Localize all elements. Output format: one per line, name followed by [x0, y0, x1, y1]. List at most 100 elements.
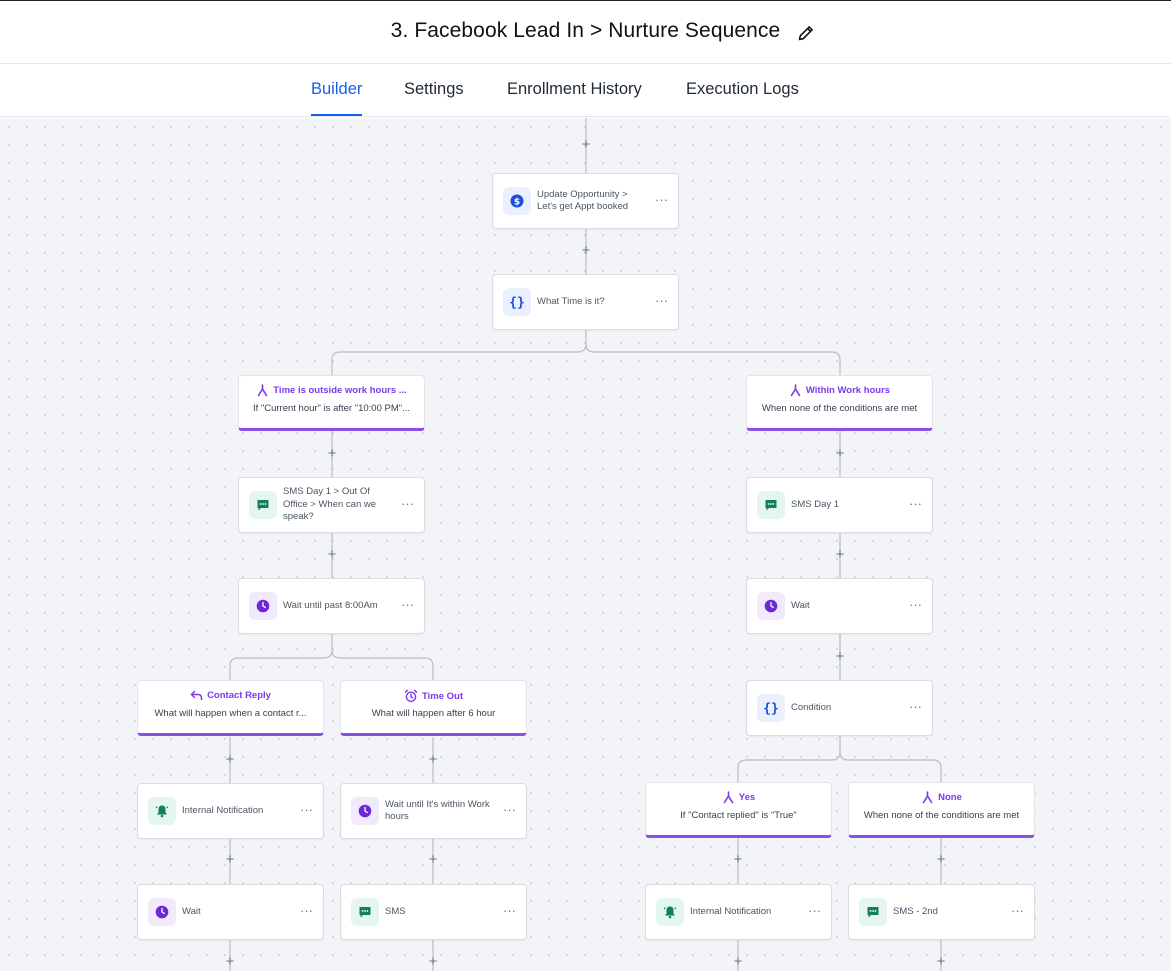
tab-enrollment-history[interactable]: Enrollment History	[507, 80, 642, 98]
action-node-internal-notification[interactable]: Internal Notification ···	[137, 783, 324, 839]
message-icon	[257, 500, 269, 511]
branch-subtitle: If "Contact replied" is "True"	[680, 810, 797, 821]
branch-title: Time Out	[422, 690, 463, 702]
branch-node-outside-work-hours[interactable]: Time is outside work hours ... If "Curre…	[238, 375, 425, 431]
action-node-what-time[interactable]: {} What Time is it? ···	[492, 274, 679, 330]
clock-icon	[256, 599, 270, 613]
action-node-internal-notification[interactable]: Internal Notification ···	[645, 884, 832, 940]
add-step-button[interactable]: +	[733, 851, 743, 868]
svg-text:{}: {}	[763, 702, 779, 717]
add-step-button[interactable]: +	[327, 445, 337, 462]
action-node-sms-day-1[interactable]: SMS Day 1 ···	[746, 477, 933, 533]
node-label: Condition	[791, 701, 832, 713]
add-step-button[interactable]: +	[733, 953, 743, 970]
action-node-wait[interactable]: Wait ···	[137, 884, 324, 940]
action-node-wait[interactable]: Wait ···	[746, 578, 933, 634]
branch-node-time-out[interactable]: Time Out What will happen after 6 hour	[340, 680, 527, 736]
add-step-button[interactable]: +	[225, 751, 235, 768]
message-icon	[359, 907, 371, 918]
connector-lines	[229, 118, 942, 971]
pencil-icon[interactable]	[796, 23, 816, 43]
add-step-button[interactable]: +	[225, 953, 235, 970]
workflow-tabs: Builder Settings Enrollment History Exec…	[0, 64, 1171, 117]
node-label: SMS Day 1 > Out Of Office > When can we …	[283, 486, 377, 523]
workflow-title: 3. Facebook Lead In > Nurture Sequence	[390, 19, 781, 42]
node-label: Wait	[182, 905, 201, 917]
add-step-button[interactable]: +	[581, 136, 591, 153]
add-step-button[interactable]: +	[936, 851, 946, 868]
branch-title: Yes	[738, 792, 756, 803]
clock-icon	[764, 599, 778, 613]
add-step-button[interactable]: +	[835, 546, 845, 563]
add-step-button[interactable]: +	[428, 953, 438, 970]
add-step-button[interactable]: +	[581, 242, 591, 259]
curly-braces-icon: {}	[509, 296, 525, 311]
branch-title: Within Work hours	[805, 385, 891, 396]
action-node-sms-out-of-office[interactable]: SMS Day 1 > Out Of Office > When can we …	[238, 477, 425, 533]
branch-subtitle: If "Current hour" is after "10:00 PM"...	[252, 403, 411, 414]
branch-subtitle: When none of the conditions are met	[863, 810, 1020, 821]
more-options-button[interactable]: ···	[503, 903, 516, 918]
curly-braces-icon: {}	[763, 702, 779, 717]
message-icon	[765, 500, 777, 511]
branch-title: Contact Reply	[207, 690, 271, 701]
branch-subtitle: What will happen when a contact r...	[154, 708, 307, 719]
tab-settings[interactable]: Settings	[404, 80, 464, 98]
more-options-button[interactable]: ···	[401, 496, 414, 511]
svg-text:{}: {}	[509, 296, 525, 311]
more-options-button[interactable]: ···	[909, 597, 922, 612]
action-node-condition[interactable]: {} Condition ···	[746, 680, 933, 736]
more-options-button[interactable]: ···	[909, 699, 922, 714]
workflow-canvas[interactable]: + + + + + + + + + + + + + + + + + $ Upda…	[0, 118, 1171, 971]
action-node-sms-2nd[interactable]: SMS - 2nd ···	[848, 884, 1035, 940]
tab-execution-logs[interactable]: Execution Logs	[686, 80, 799, 98]
more-options-button[interactable]: ···	[300, 802, 313, 817]
branch-node-none[interactable]: None When none of the conditions are met	[848, 782, 1035, 838]
node-label: What Time is it?	[537, 295, 605, 307]
node-label: SMS - 2nd	[893, 905, 938, 917]
clock-icon	[155, 905, 169, 919]
add-step-button[interactable]: +	[225, 851, 235, 868]
branch-node-within-work-hours[interactable]: Within Work hours When none of the condi…	[746, 375, 933, 431]
add-step-button[interactable]: +	[428, 851, 438, 868]
add-step-button[interactable]: +	[936, 953, 946, 970]
more-options-button[interactable]: ···	[503, 802, 516, 817]
more-options-button[interactable]: ···	[300, 903, 313, 918]
node-label: SMS	[385, 905, 406, 917]
action-node-wait-until-8am[interactable]: Wait until past 8:00Am ···	[238, 578, 425, 634]
add-step-button[interactable]: +	[327, 546, 337, 563]
add-step-button[interactable]: +	[428, 751, 438, 768]
bell-icon	[663, 906, 677, 919]
node-label: Update Opportunity > Let's get Appt book…	[537, 188, 629, 213]
more-options-button[interactable]: ···	[401, 597, 414, 612]
more-options-button[interactable]: ···	[655, 293, 668, 308]
more-options-button[interactable]: ···	[655, 192, 668, 207]
branch-title: None	[938, 792, 962, 803]
message-icon	[867, 907, 879, 918]
branch-subtitle: When none of the conditions are met	[761, 403, 918, 414]
add-step-button[interactable]: +	[835, 648, 845, 665]
tab-builder[interactable]: Builder	[311, 80, 363, 116]
action-node-wait-work-hours[interactable]: Wait until It's within Work hours ···	[340, 783, 527, 839]
workflow-header: 3. Facebook Lead In > Nurture Sequence	[0, 0, 1171, 64]
action-node-update-opportunity[interactable]: $ Update Opportunity > Let's get Appt bo…	[492, 173, 679, 229]
split-icon	[790, 384, 801, 397]
clock-icon	[358, 804, 372, 818]
node-label: Internal Notification	[182, 804, 264, 816]
node-label: Internal Notification	[690, 905, 772, 917]
alarm-clock-icon	[404, 689, 418, 703]
node-label: Wait until past 8:00Am	[283, 599, 378, 611]
reply-icon	[190, 690, 203, 701]
node-label: SMS Day 1	[791, 498, 840, 510]
branch-node-contact-reply[interactable]: Contact Reply What will happen when a co…	[137, 680, 324, 736]
dollar-icon: $	[510, 194, 524, 208]
more-options-button[interactable]: ···	[1011, 903, 1024, 918]
split-icon	[257, 384, 268, 397]
split-icon	[922, 791, 933, 804]
more-options-button[interactable]: ···	[909, 496, 922, 511]
more-options-button[interactable]: ···	[808, 903, 821, 918]
branch-node-yes[interactable]: Yes If "Contact replied" is "True"	[645, 782, 832, 838]
node-label: Wait	[791, 599, 810, 611]
add-step-button[interactable]: +	[835, 445, 845, 462]
action-node-sms[interactable]: SMS ···	[340, 884, 527, 940]
